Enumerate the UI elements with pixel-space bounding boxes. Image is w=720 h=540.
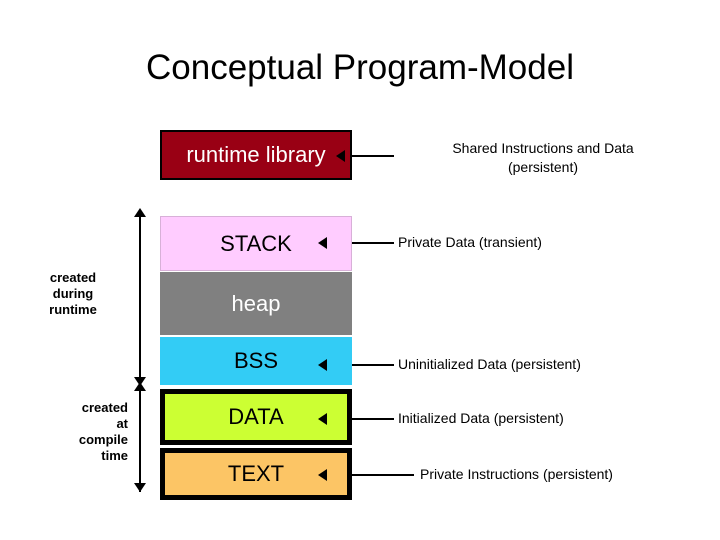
arrow-left-icon [318, 237, 327, 249]
memory-block-label: runtime library [186, 142, 326, 167]
page-title: Conceptual Program-Model [146, 48, 574, 87]
memory-block-label: STACK [220, 230, 292, 256]
arrow-down-icon [134, 377, 146, 386]
memory-block-label: TEXT [227, 461, 285, 486]
arrow-left-icon [318, 469, 327, 481]
annotation-line-1: Private Data (transient) [398, 234, 542, 250]
arrow-down-icon [134, 483, 146, 492]
label-line: compile [78, 432, 128, 447]
connector-line-data [352, 418, 394, 420]
memory-block-heap[interactable]: heap [160, 272, 352, 335]
label-line: at [116, 416, 128, 431]
arrow-left-icon [336, 150, 345, 162]
connector-line-stack [352, 242, 394, 244]
connector-line-text [352, 474, 414, 476]
annotation-stack: Private Data (transient) [398, 233, 698, 252]
arrow-up-icon [134, 208, 146, 217]
arrow-left-icon [318, 413, 327, 425]
annotation-line-1: Shared Instructions and Data [452, 140, 634, 156]
connector-line-bss [352, 364, 394, 366]
label-created-during-runtime: created during runtime [18, 270, 128, 318]
arrow-left-icon [318, 359, 327, 371]
memory-block-label: BSS [233, 348, 279, 373]
arrow-up-icon [134, 382, 146, 391]
annotation-text: Private Instructions (persistent) [420, 465, 720, 484]
memory-block-text[interactable]: TEXT [160, 448, 352, 500]
compile-span-line [139, 386, 141, 492]
annotation-runtime-library: Shared Instructions and Data (persistent… [398, 139, 688, 177]
annotation-line-1: Initialized Data (persistent) [398, 410, 564, 426]
label-line: during [52, 286, 94, 301]
memory-block-runtime-library[interactable]: runtime library [160, 130, 352, 180]
label-line: created [81, 400, 128, 415]
label-line: created [49, 270, 97, 285]
label-line: runtime [49, 302, 97, 317]
label-created-at-compile-time: created at compile time [18, 400, 128, 464]
memory-block-label: DATA [228, 404, 284, 429]
runtime-span-line [139, 216, 141, 386]
annotation-data: Initialized Data (persistent) [398, 409, 698, 428]
memory-block-label: heap [231, 290, 281, 316]
annotation-line-2: (persistent) [507, 159, 579, 175]
annotation-line-1: Private Instructions (persistent) [420, 466, 613, 482]
annotation-line-1: Uninitialized Data (persistent) [398, 356, 581, 372]
label-line: time [101, 448, 128, 463]
connector-line-runtime-library [352, 155, 394, 157]
annotation-bss: Uninitialized Data (persistent) [398, 355, 698, 374]
